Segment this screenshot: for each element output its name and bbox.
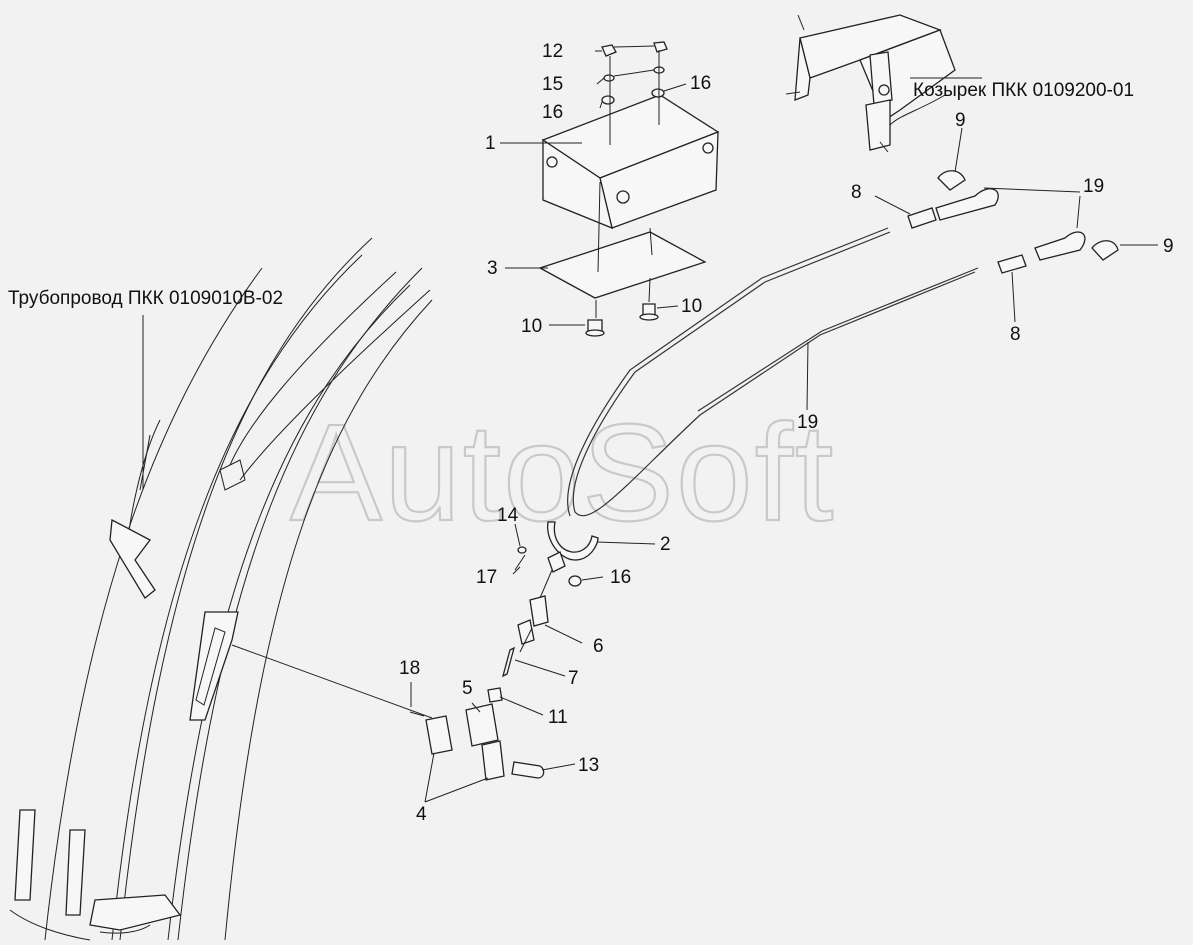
callout-9-right: 9: [1163, 236, 1174, 257]
callout-18: 18: [399, 658, 420, 679]
visor-title: Козырек ПКК 0109200-01: [913, 80, 1134, 101]
callout-6: 6: [593, 636, 604, 657]
callout-12: 12: [542, 41, 563, 62]
callout-10-right: 10: [681, 296, 702, 317]
watermark: AutoSoft: [290, 396, 835, 550]
callout-11: 11: [548, 707, 568, 728]
callout-7: 7: [568, 668, 579, 689]
callout-17: 17: [476, 567, 497, 588]
callout-19-bottom: 19: [797, 412, 818, 433]
callout-16-top-left: 16: [542, 102, 563, 123]
callout-8-top: 8: [851, 182, 862, 203]
cable-assembly: [567, 170, 1119, 517]
callout-15: 15: [542, 74, 563, 95]
pipeline-assembly: [9, 237, 433, 941]
callout-9-top: 9: [955, 110, 966, 131]
callout-8-bottom: 8: [1010, 324, 1021, 345]
callout-16-linkage: 16: [610, 567, 631, 588]
callout-14: 14: [497, 505, 519, 526]
callout-19-top: 19: [1083, 176, 1104, 197]
linkage-assembly: [409, 521, 599, 781]
callout-5: 5: [462, 678, 473, 699]
callout-2: 2: [660, 534, 671, 555]
visor-assembly: [785, 14, 956, 153]
cover-assembly: [538, 41, 720, 337]
pipeline-title: Трубопровод ПКК 0109010В-02: [8, 288, 283, 309]
callout-10-left: 10: [521, 316, 542, 337]
callout-16-top-right: 16: [690, 73, 711, 94]
callout-3: 3: [487, 258, 498, 279]
leader-lines: [142, 45, 1158, 803]
callout-13: 13: [578, 755, 599, 776]
callout-4: 4: [416, 804, 427, 825]
callout-1: 1: [485, 133, 496, 154]
